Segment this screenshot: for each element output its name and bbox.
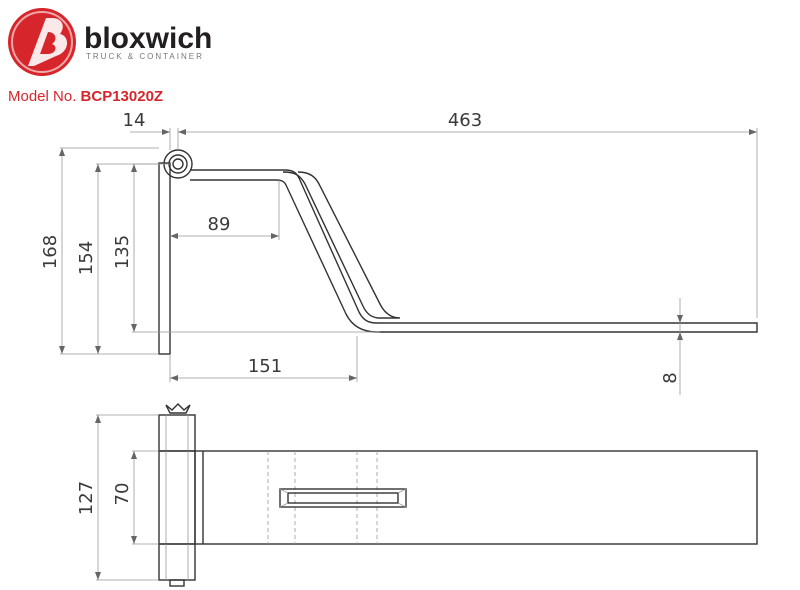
model-label: Model No. BCP13020Z [8,88,163,105]
dim-70: 70 [112,483,133,506]
dim-14: 14 [123,110,146,131]
plan-view-dimensions: 127 70 [76,414,159,581]
dim-151: 151 [248,356,282,377]
bloxwich-logo: bloxwich TRUCK & CONTAINER [8,8,212,76]
vertical-plate [158,162,171,355]
dim-135: 135 [112,235,133,269]
dim-127: 127 [76,481,97,515]
slot [279,488,407,508]
dim-89: 89 [208,214,231,235]
strap-rib-outer [297,171,401,319]
side-view [158,149,758,355]
strap-rib [282,171,398,319]
side-view-dimensions: 14 463 168 154 135 89 151 [40,110,758,395]
model-label-text: Model No. [8,88,76,105]
dim-463: 463 [448,110,482,131]
pin-head-top [165,403,191,414]
knuckle-middle [158,450,196,545]
brand-tagline: TRUCK & CONTAINER [86,52,204,61]
model-number: BCP13020Z [81,88,164,105]
dim-168: 168 [40,235,61,269]
strap-plate [194,450,758,545]
strap-profile [190,169,758,333]
brand-name: bloxwich [84,22,212,55]
knuckle-top [158,414,196,452]
dim-8: 8 [660,372,681,383]
knuckle-bottom [158,543,196,581]
pin-head-bottom [169,579,185,587]
plan-view [158,403,758,587]
dim-154: 154 [76,241,97,275]
